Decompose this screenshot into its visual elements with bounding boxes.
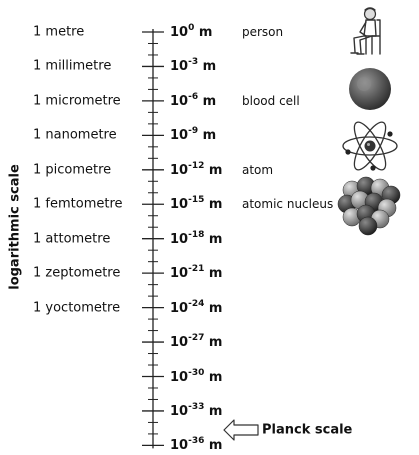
power-of-ten-label: 10-21 m (170, 263, 223, 282)
power-unit: m (204, 197, 223, 213)
power-of-ten-label: 10-12 m (170, 160, 223, 178)
power-of-ten-label: 10-27 m (170, 332, 223, 351)
power-unit: m (204, 438, 223, 454)
power-unit: m (204, 231, 223, 247)
power-unit: m (204, 369, 223, 385)
power-base: 10 (170, 231, 189, 247)
power-base: 10 (170, 369, 189, 385)
power-base: 10 (170, 94, 189, 110)
power-exponent: -6 (188, 91, 199, 102)
power-exponent: -12 (188, 160, 205, 171)
object-label: atom (242, 162, 274, 177)
power-base: 10 (170, 266, 189, 282)
power-of-ten-label: 10-3 m (170, 57, 217, 75)
power-base: 10 (170, 162, 189, 178)
power-exponent: -9 (188, 126, 199, 137)
power-of-ten-label: 10-6 m (170, 91, 217, 110)
unit-label: 1 micrometre (33, 93, 121, 109)
unit-label: 1 millimetre (33, 58, 112, 74)
power-base: 10 (170, 404, 189, 420)
power-base: 10 (170, 300, 189, 316)
object-label: person (242, 25, 284, 39)
unit-label: 1 attometre (33, 231, 111, 247)
unit-label: 1 femtometre (33, 196, 123, 212)
person-sitting-icon (350, 7, 381, 55)
power-base: 10 (170, 438, 189, 454)
power-of-ten-label: 10-18 m (170, 229, 223, 247)
power-exponent: -3 (188, 57, 199, 68)
power-unit: m (198, 128, 217, 144)
power-unit: m (204, 300, 223, 316)
unit-label: 1 picometre (33, 162, 112, 178)
power-exponent: -24 (188, 298, 205, 309)
object-label: atomic nucleus (242, 197, 334, 212)
power-exponent: -15 (188, 195, 205, 206)
unit-label: 1 zeptometre (33, 265, 121, 281)
power-exponent: -30 (188, 367, 205, 378)
power-unit: m (204, 335, 223, 351)
power-base: 10 (170, 335, 189, 351)
power-exponent: -21 (188, 263, 205, 274)
planck-scale-label: Planck scale (262, 422, 353, 438)
power-of-ten-label: 10-33 m (170, 401, 223, 420)
power-exponent: -18 (188, 229, 205, 240)
power-base: 10 (170, 59, 189, 75)
power-base: 10 (170, 25, 189, 41)
power-unit: m (194, 25, 213, 41)
power-unit: m (198, 94, 217, 110)
power-of-ten-label: 10-36 m (170, 436, 223, 454)
power-unit: m (204, 266, 223, 282)
power-of-ten-label: 100 m (170, 22, 213, 41)
power-exponent: 0 (188, 22, 195, 33)
power-base: 10 (170, 128, 189, 144)
power-of-ten-label: 10-15 m (170, 195, 223, 213)
power-exponent: -36 (188, 436, 205, 447)
power-exponent: -33 (188, 401, 205, 412)
power-of-ten-label: 10-9 m (170, 126, 217, 144)
blood-cell-icon (349, 68, 391, 110)
atomic-nucleus-icon (337, 176, 401, 236)
power-exponent: -27 (188, 332, 205, 343)
unit-label: 1 nanometre (33, 127, 117, 143)
unit-label: 1 yoctometre (33, 300, 121, 316)
power-unit: m (204, 162, 223, 178)
atom-icon (342, 121, 398, 171)
unit-label: 1 metre (33, 24, 85, 40)
power-of-ten-label: 10-24 m (170, 298, 223, 316)
power-unit: m (198, 59, 217, 75)
object-label: blood cell (242, 93, 300, 108)
left-arrow-icon (223, 419, 259, 441)
power-of-ten-label: 10-30 m (170, 367, 223, 385)
power-base: 10 (170, 197, 189, 213)
power-unit: m (204, 404, 223, 420)
